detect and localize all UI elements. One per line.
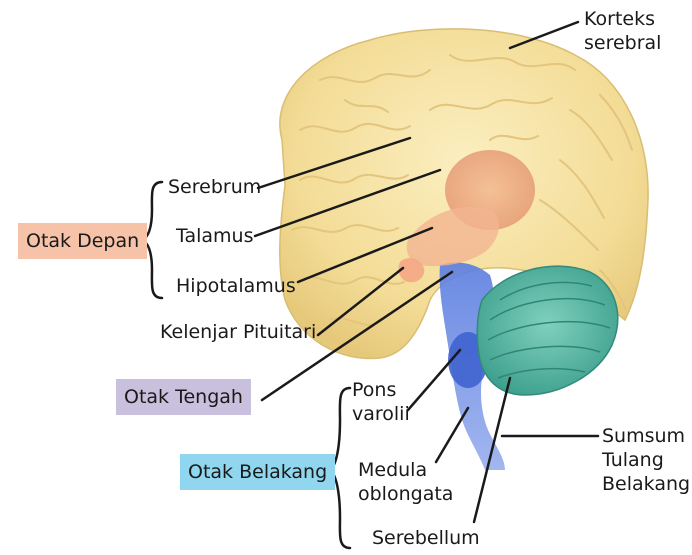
label-pons-varolii: Pons varolii bbox=[352, 378, 410, 426]
label-sumsum-tulang-belakang: Sumsum Tulang Belakang bbox=[602, 424, 690, 496]
label-kelenjar-pituitari: Kelenjar Pituitari bbox=[160, 320, 316, 344]
group-otak-depan: Otak Depan bbox=[18, 223, 147, 259]
label-serebellum: Serebellum bbox=[372, 526, 480, 550]
group-otak-belakang: Otak Belakang bbox=[180, 454, 335, 490]
label-korteks-serebral: Korteks serebral bbox=[584, 7, 661, 55]
label-medula-oblongata: Medula oblongata bbox=[358, 458, 453, 506]
label-serebrum: Serebrum bbox=[168, 175, 261, 199]
line-pons bbox=[408, 350, 460, 410]
cerebellum-shape bbox=[477, 266, 617, 395]
group-otak-tengah: Otak Tengah bbox=[116, 379, 251, 415]
line-medula bbox=[436, 408, 468, 462]
label-talamus: Talamus bbox=[176, 224, 253, 248]
label-hipotalamus: Hipotalamus bbox=[176, 274, 296, 298]
